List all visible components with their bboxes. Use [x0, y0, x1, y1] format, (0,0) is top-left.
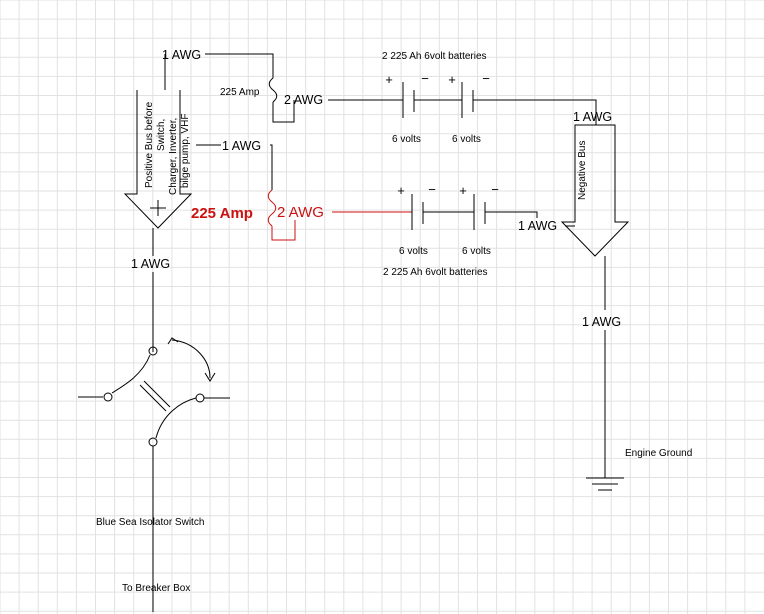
polarity-marks: + − + − + − + − [385, 71, 499, 198]
labels: 1 AWG 225 Amp 2 AWG 2 225 Ah 6volt batte… [96, 48, 692, 594]
label-isolator-switch: Blue Sea Isolator Switch [96, 517, 204, 528]
positive-bus-arrow [123, 90, 193, 229]
label-1awg-mid: 1 AWG [222, 139, 261, 153]
wire-bottom-negative [485, 211, 538, 218]
label-fuse-top-rating: 225 Amp [220, 87, 260, 98]
label-fuse-bottom-rating: 225 Amp [191, 205, 253, 222]
battery-bottom-1-plus: + [397, 183, 405, 198]
fuse-bottom [267, 189, 277, 227]
positive-bus-line-3: Charger, Inverter, [168, 118, 179, 195]
battery-bottom-1 [411, 194, 424, 230]
battery-top-2-minus: − [482, 71, 490, 86]
label-breaker-box: To Breaker Box [122, 583, 190, 594]
battery-bottom-1-minus: − [428, 182, 436, 197]
negative-bus-arrow [560, 124, 630, 257]
positive-bus-line-4: bilge pump, VHF [180, 114, 191, 188]
label-1awg-ground: 1 AWG [582, 315, 621, 329]
label-1awg-top: 1 AWG [162, 48, 201, 62]
label-volts-bottom-2: 6 volts [462, 246, 491, 257]
battery-top-1-plus: + [385, 72, 393, 87]
positive-bus-line-2: Switch, [156, 119, 167, 151]
rotate-arrow-icon [171, 339, 211, 379]
label-1awg-neg-top: 1 AWG [573, 110, 612, 124]
label-volts-bottom-1: 6 volts [399, 246, 428, 257]
fuse-top [268, 77, 278, 103]
label-1awg-neg-bottom: 1 AWG [518, 219, 557, 233]
ground-icon [586, 477, 624, 491]
label-1awg-pos-bus: 1 AWG [131, 257, 170, 271]
label-batteries-bottom-title: 2 225 Ah 6volt batteries [383, 267, 488, 278]
battery-bottom-2 [473, 194, 486, 230]
bottom-circuit [196, 144, 575, 241]
positive-bus-plus-symbol [150, 200, 166, 216]
label-batteries-top-title: 2 225 Ah 6volt batteries [382, 51, 487, 62]
battery-top-2-plus: + [448, 72, 456, 87]
wire-top-negative [473, 99, 597, 125]
label-2awg-top: 2 AWG [284, 93, 323, 107]
isolator-switch-icon [78, 337, 230, 612]
label-engine-ground: Engine Ground [625, 448, 692, 459]
battery-top-1 [402, 82, 415, 118]
wire-mid-1awg-right [270, 144, 273, 190]
label-volts-top-2: 6 volts [452, 134, 481, 145]
wire-top-fuse-return [272, 100, 295, 123]
battery-bottom-2-plus: + [459, 183, 467, 198]
wire-bottom-fuse-return [271, 220, 296, 241]
label-2awg-bottom: 2 AWG [277, 204, 324, 221]
label-volts-top-1: 6 volts [392, 134, 421, 145]
battery-top-2 [461, 82, 474, 118]
positive-bus-line-1: Positive Bus before [144, 101, 155, 188]
label-negative-bus: Negative Bus [577, 141, 588, 200]
top-circuit [205, 53, 597, 125]
wire-top-1awg [205, 53, 274, 78]
battery-bottom-2-minus: − [491, 182, 499, 197]
label-positive-bus: Positive Bus before Switch, Charger, Inv… [144, 101, 191, 195]
battery-top-1-minus: − [421, 71, 429, 86]
